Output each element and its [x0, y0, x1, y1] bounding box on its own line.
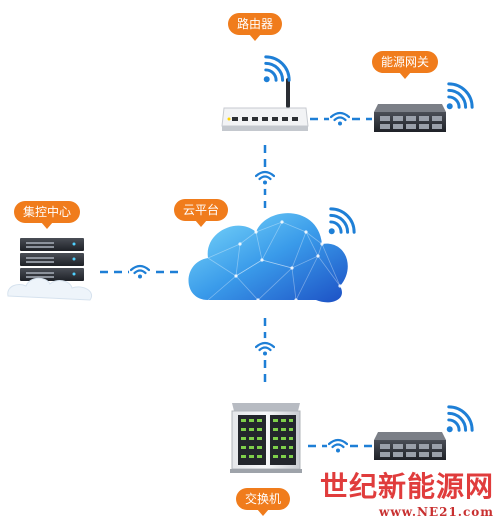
- control-center-label: 集控中心: [14, 201, 81, 229]
- router-label: 路由器: [228, 13, 283, 41]
- wireless-signal-icon: [328, 207, 356, 235]
- wireless-signal-icon: [446, 82, 474, 110]
- router-device: [221, 55, 309, 131]
- energy-gateway-top-label: 能源网关: [372, 51, 439, 79]
- cloud-platform-label: 云平台: [174, 199, 229, 227]
- watermark-chinese-text: 世纪新能源网: [319, 470, 494, 503]
- switch-label: 交换机: [236, 488, 291, 516]
- watermark-url: www.NE21.com: [379, 505, 494, 519]
- connection-cloud-switch: [254, 318, 276, 385]
- switch-device: [230, 403, 302, 473]
- watermark: 世纪新能源网 www.NE21.com: [320, 465, 494, 519]
- energy-gateway-bottom-device: [374, 405, 474, 460]
- connection-switch-gateway: [308, 435, 372, 457]
- connection-center-cloud: [100, 261, 178, 283]
- control-center-device: [7, 238, 92, 301]
- connection-router-gateway: [310, 108, 372, 130]
- cloud-platform-icon: [188, 207, 356, 303]
- connection-router-cloud: [254, 145, 276, 208]
- energy-gateway-top-device: [374, 82, 474, 132]
- wireless-signal-icon: [446, 405, 474, 433]
- wireless-signal-icon: [263, 55, 291, 83]
